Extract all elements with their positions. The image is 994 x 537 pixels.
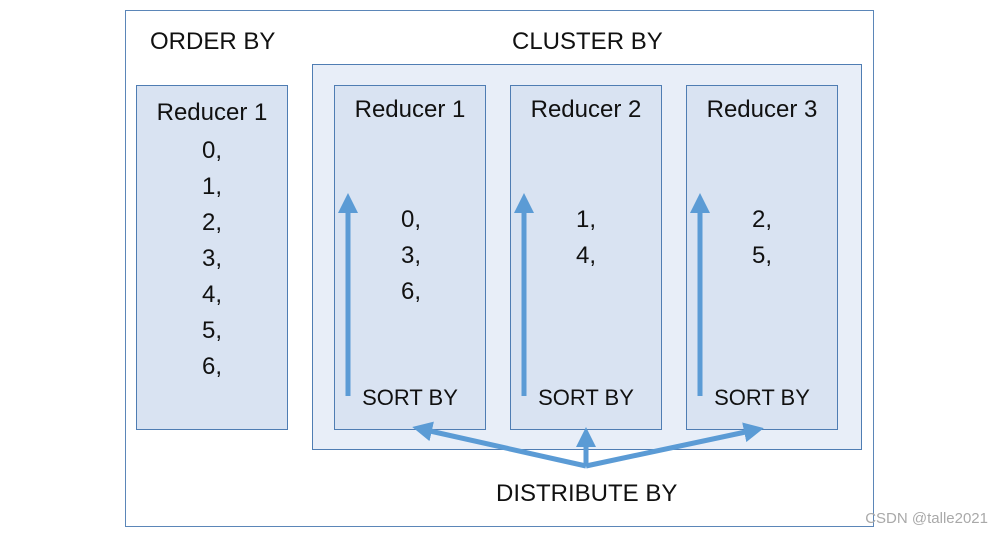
cluster-by-heading: CLUSTER BY: [512, 28, 663, 55]
order-by-reducer: [136, 85, 288, 430]
cluster-reducer-2-sort-label: SORT BY: [538, 385, 634, 410]
cluster-reducer-2-title: Reducer 2: [530, 96, 642, 123]
value-item: 6,: [400, 278, 421, 305]
value-item: 1,: [201, 173, 222, 200]
value-item: 0,: [400, 206, 421, 233]
cluster-reducer-1: [334, 85, 486, 430]
value-item: 1,: [575, 206, 596, 233]
order-by-reducer-title: Reducer 1: [156, 99, 268, 126]
cluster-reducer-1-values: 0, 3, 6,: [376, 202, 446, 310]
value-item: 5,: [201, 317, 222, 344]
cluster-reducer-1-title: Reducer 1: [354, 96, 466, 123]
cluster-reducer-3-values: 2, 5,: [727, 202, 797, 274]
order-by-heading: ORDER BY: [150, 28, 276, 55]
value-item: 4,: [201, 281, 222, 308]
value-item: 5,: [751, 242, 772, 269]
order-by-value-list: 0, 1, 2, 3, 4, 5, 6,: [136, 133, 288, 385]
cluster-reducer-2: [510, 85, 662, 430]
distribute-arrow-right: [585, 422, 764, 469]
cluster-reducer-1-sort-label: SORT BY: [362, 385, 458, 410]
value-item: 4,: [575, 242, 596, 269]
cluster-reducer-2-values: 1, 4,: [551, 202, 621, 274]
value-item: 0,: [201, 137, 222, 164]
distribute-by-label: DISTRIBUTE BY: [496, 480, 678, 507]
value-item: 6,: [201, 353, 222, 380]
distribute-arrow-left: [412, 421, 587, 469]
watermark-text: CSDN @talle2021: [865, 510, 988, 527]
value-item: 2,: [751, 206, 772, 233]
cluster-reducer-3-sort-label: SORT BY: [714, 385, 810, 410]
value-item: 3,: [201, 245, 222, 272]
cluster-reducer-3: [686, 85, 838, 430]
cluster-reducer-3-title: Reducer 3: [706, 96, 818, 123]
value-item: 2,: [201, 209, 222, 236]
value-item: 3,: [400, 242, 421, 269]
